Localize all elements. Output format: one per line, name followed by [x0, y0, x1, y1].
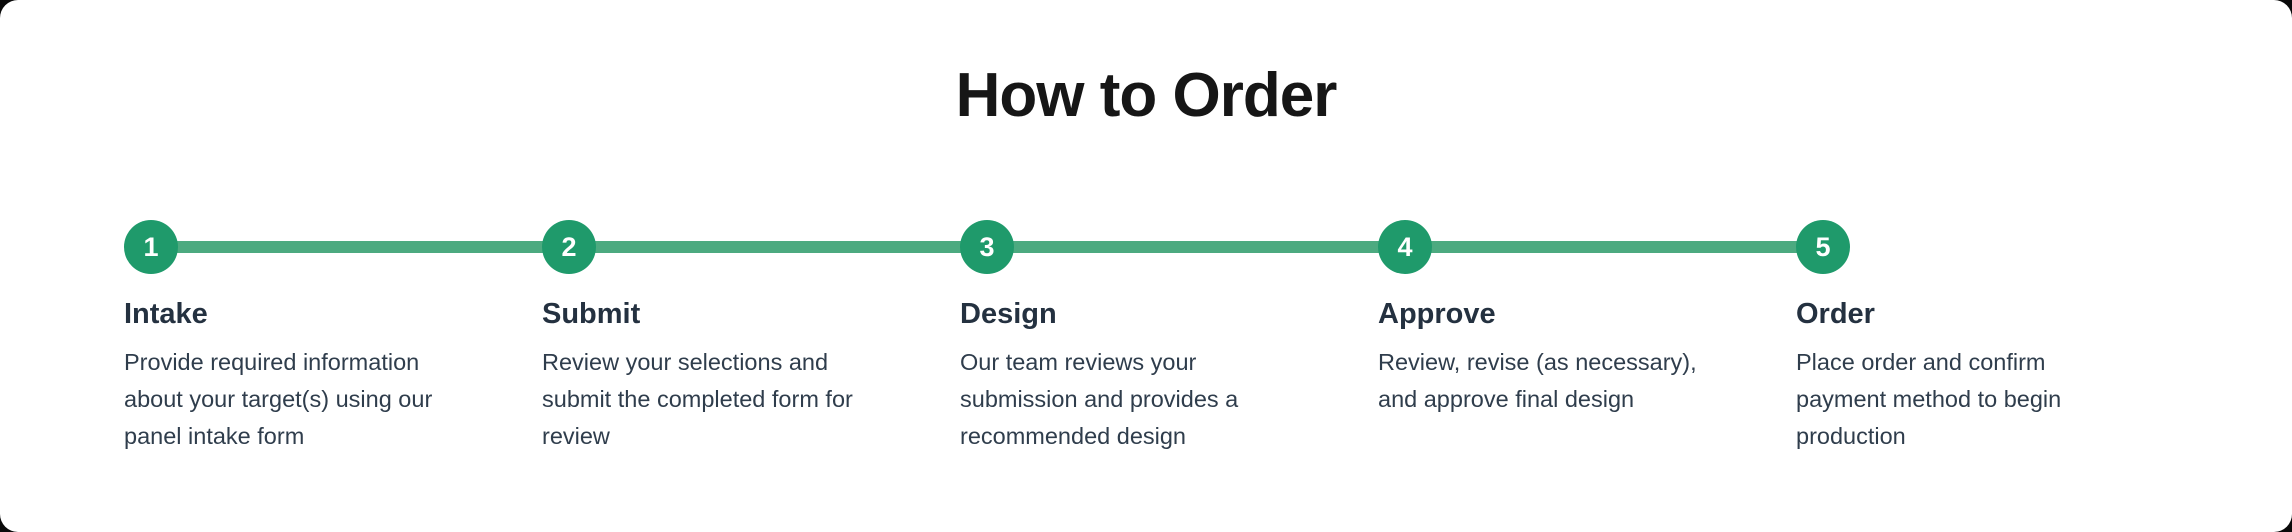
step-title: Approve: [1378, 298, 1496, 330]
step-order: 5 Order Place order and confirm payment …: [1796, 220, 2214, 455]
page-title: How to Order: [955, 61, 1338, 130]
step-design: 3 Design Our team reviews your submissio…: [960, 220, 1378, 455]
step-4-number-badge: 4: [1378, 220, 1432, 274]
step-number: 5: [1815, 231, 1831, 262]
step-1-number-badge: 1: [124, 220, 178, 274]
step-3-number-badge: 3: [960, 220, 1014, 274]
step-description: Provide required information about your …: [124, 349, 433, 449]
step-2-number-badge: 2: [542, 220, 596, 274]
step-title: Submit: [542, 298, 641, 330]
steps-timeline: 1 Intake Provide required information ab…: [124, 220, 2214, 455]
step-submit: 2 Submit Review your selections and subm…: [542, 220, 960, 455]
step-description: Review your selections and submit the co…: [542, 349, 853, 449]
step-title: Intake: [124, 298, 208, 330]
step-number: 3: [979, 231, 995, 262]
step-number: 4: [1397, 231, 1413, 262]
step-5-number-badge: 5: [1796, 220, 1850, 274]
step-description: Our team reviews your submission and pro…: [960, 349, 1239, 449]
step-title: Design: [960, 298, 1057, 330]
step-intake: 1 Intake Provide required information ab…: [124, 220, 542, 455]
step-description: Place order and confirm payment method t…: [1796, 349, 2062, 449]
step-number: 1: [143, 231, 159, 262]
step-description: Review, revise (as necessary), and appro…: [1378, 349, 1697, 412]
step-approve: 4 Approve Review, revise (as necessary),…: [1378, 220, 1796, 455]
step-title: Order: [1796, 298, 1875, 330]
step-number: 2: [561, 231, 577, 262]
